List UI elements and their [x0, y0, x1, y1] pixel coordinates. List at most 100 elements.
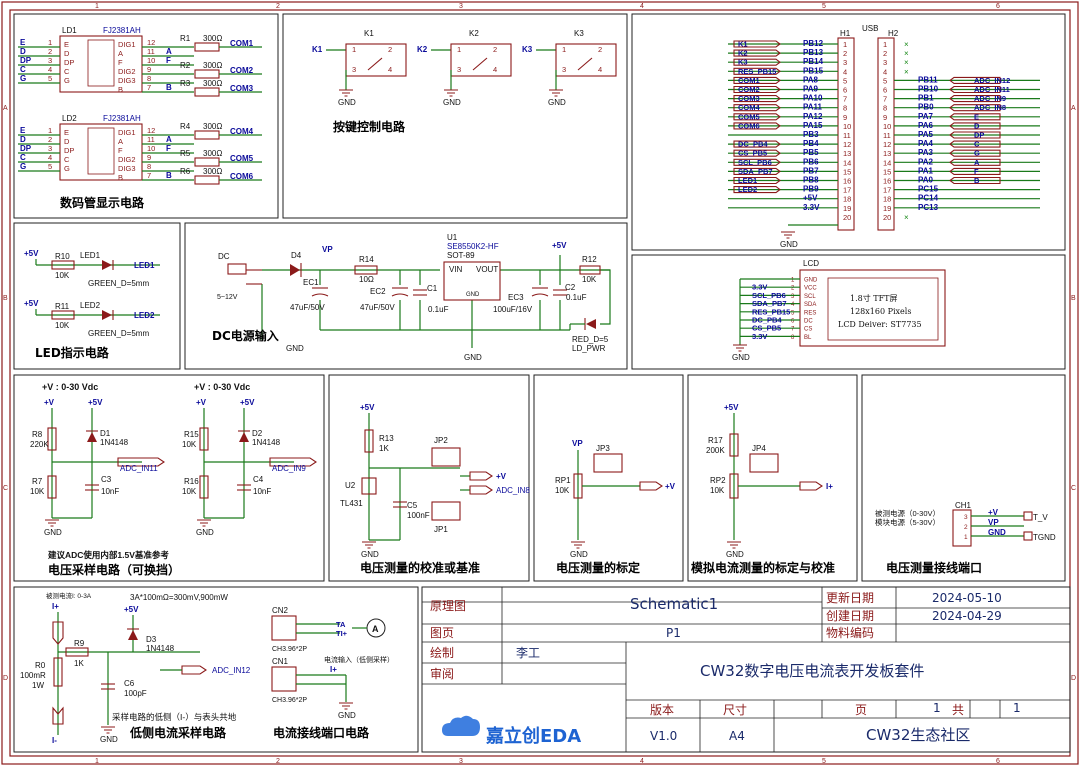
h2-nc-3: ×	[904, 67, 909, 76]
ical-r17	[729, 433, 739, 457]
vs-r2-left	[47, 475, 57, 499]
d4-label: D4	[291, 251, 302, 260]
h1-netflag-12	[733, 149, 781, 157]
h1-netflag-7	[733, 104, 781, 112]
ical-jp-icon	[749, 453, 779, 473]
iport-cn1-label: CN1	[272, 657, 289, 666]
h2-port-6: PB1	[918, 94, 934, 103]
vport-pinnum-0: 3	[964, 514, 968, 521]
ld2-label: LD2	[62, 114, 77, 123]
seg1-com-0: COM4	[230, 127, 254, 136]
u1-gnd-label: GND	[464, 353, 482, 362]
h1-pin-18: 18	[843, 195, 851, 204]
brand-logo: 嘉立创EDA	[442, 715, 581, 747]
lcd-pin-BL: BL	[804, 335, 812, 341]
seg0-num-0: 1	[48, 38, 52, 47]
vport-ch-body	[952, 509, 972, 547]
cal-c5-label: C5	[407, 501, 418, 510]
cal-v-net: +V	[496, 472, 507, 481]
seg1-rnum-0: 12	[147, 126, 155, 135]
cal-jp2-label: JP2	[434, 436, 448, 445]
lcd-pinnum-4: 5	[791, 310, 795, 316]
h1-pin-12: 12	[843, 140, 851, 149]
key-gnd-0-label: GND	[338, 98, 356, 107]
panel-voltage-port	[861, 374, 1066, 582]
tb-page-key: 图页	[430, 626, 454, 640]
key-pin1-0: 1	[352, 45, 356, 54]
h1-port-15: PB8	[803, 176, 819, 185]
h2-pin-9: 9	[883, 113, 887, 122]
led-pwr-icon	[586, 319, 596, 329]
h1-port-1: PB13	[803, 48, 824, 57]
h1-port-9: PA15	[803, 121, 823, 130]
led-label-0: LED1	[80, 251, 101, 260]
seg1-res-label-2: R6	[180, 167, 191, 176]
h2-net-6: ADC_IN9	[974, 94, 1006, 103]
vport-tgnd-icon	[1023, 531, 1033, 541]
h1-netflag-9	[733, 122, 781, 130]
isamp-title: 低侧电流采样电路	[129, 725, 227, 740]
resistor-r14-icon	[354, 265, 378, 275]
h1-port-8: PA12	[803, 112, 823, 121]
isamp-adc-flag	[181, 665, 207, 675]
key-net-1: K2	[417, 45, 428, 54]
h1-net-13: SCL_PB6	[738, 158, 772, 167]
isamp-r0	[53, 657, 63, 687]
h2-pin-2: 2	[883, 49, 887, 58]
h1-pin-6: 6	[843, 86, 847, 95]
tb-draw-key: 绘制	[430, 645, 454, 660]
ruler-left-B: B	[3, 295, 8, 302]
key-gnd-1-label: GND	[443, 98, 461, 107]
h1-net-12: CS_PB5	[738, 149, 767, 158]
u1-vout: VOUT	[476, 265, 498, 274]
seg0-net-C: C	[20, 65, 26, 74]
lcd-circuit: LCD GND1VCC23.3VSCL3SCL_PB6SDA4SDA_PB7RE…	[732, 259, 946, 362]
vs-diode-icon-right	[239, 432, 249, 442]
cal-v-flag	[469, 471, 493, 481]
h2-port-4: PB11	[918, 75, 938, 84]
vcal-rp-value: 10K	[555, 486, 570, 495]
h1-net-16: LED2	[738, 185, 757, 194]
panel-mcu-header	[631, 13, 1066, 251]
cal-u2-icon	[361, 477, 377, 495]
lcd-pin-RES: RES	[804, 310, 816, 316]
vs-r1-label-left: R8	[32, 430, 43, 439]
ruler-left-C: C	[3, 485, 8, 492]
cal-adc-flag	[469, 485, 493, 495]
vport-ch-label: CH1	[955, 501, 972, 510]
seg0-rpin-1: A	[118, 49, 123, 58]
vs-c-value-right: 10nF	[253, 487, 271, 496]
cloud-icon	[442, 715, 480, 736]
lcd-pinnum-0: 1	[791, 278, 795, 284]
ld1-label: LD1	[62, 26, 77, 35]
vs-c-label-left: C3	[101, 475, 112, 484]
vs-r2-value-right: 10K	[182, 487, 197, 496]
led-res-value-1: 10K	[55, 321, 70, 330]
h2-net-5: ADC_IN11	[974, 85, 1010, 94]
cap-ec2-icon	[391, 287, 409, 297]
ruler-top-6: 6	[996, 3, 1000, 10]
iport-cn1-body	[271, 666, 297, 692]
current-sampling-circuit: 采样电路的低侧（I-）与表头共地 低侧电流采样电路 电流接线端口电路 被测电流I…	[20, 591, 394, 745]
panel-voltage-std	[533, 374, 684, 582]
isamp-hdr1: 被测电流I: 0-3A	[46, 591, 92, 600]
isamp-r9-label: R9	[74, 639, 85, 648]
cal-title: 电压测量的校准或基准	[360, 560, 480, 575]
seg1-com-2: COM6	[230, 172, 254, 181]
c1-label: C1	[427, 284, 438, 293]
lcd-pinnum-2: 3	[791, 294, 795, 300]
cal-r13	[364, 429, 374, 453]
c1-value: 0.1uF	[428, 305, 449, 314]
seg0-net-DP: DP	[20, 56, 32, 65]
seg1-res-label-0: R4	[180, 122, 191, 131]
h1-net-15: LED1	[738, 176, 757, 185]
vs-v5-left: +5V	[88, 398, 103, 407]
h1-port-7: PA11	[803, 103, 823, 112]
key-pin1-2: 1	[562, 45, 566, 54]
key-net-2: K3	[522, 45, 533, 54]
h2-pin-20: 20	[883, 213, 891, 222]
vs-r1-left	[47, 427, 57, 451]
vs-d-label-left: D1	[100, 429, 111, 438]
vs-d-value-left: 1N4148	[100, 438, 129, 447]
